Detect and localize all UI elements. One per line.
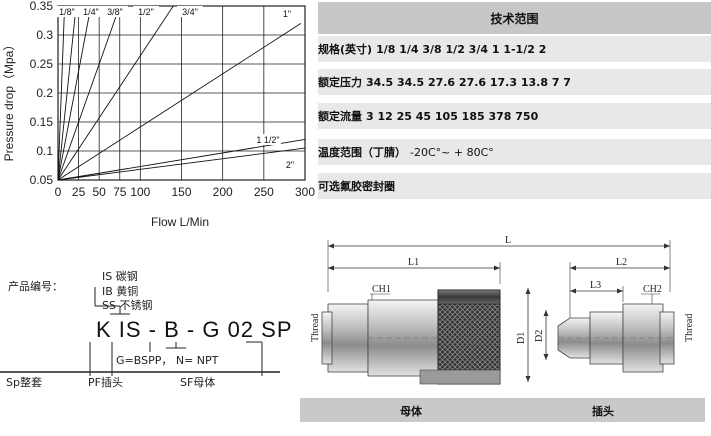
series-label-bg [133, 6, 159, 17]
label-sp: Sp整套 [6, 376, 42, 389]
spec-value: 34.5 34.5 27.6 27.6 17.3 13.8 7 7 [366, 75, 571, 89]
series-label: 1/8" [59, 7, 75, 17]
series-label: 1/2" [138, 7, 154, 17]
thread-left-label: Thread [310, 314, 321, 342]
y-tick-label: 0.1 [36, 144, 53, 158]
dim-l3: L3 [590, 280, 601, 291]
series-label: 3/4" [182, 7, 198, 17]
model-code-legend: 产品编号： IS 碳钢 IB 黄铜 SS 不锈钢 K IS - B - G 02… [0, 258, 300, 398]
female-label: 母体 [400, 405, 422, 418]
x-tick-label: 75 [113, 185, 127, 199]
thread-note: G=BSPP， N= NPT [116, 354, 219, 367]
y-tick-label: 0.05 [30, 173, 54, 187]
chart-ylabel: Pressure drop（Mpa） [2, 39, 16, 162]
series-line [57, 5, 66, 181]
spec-value: -20C°~ + 80C° [410, 145, 494, 159]
male-label: 插头 [592, 405, 614, 418]
spec-value: 3 12 25 45 105 185 378 750 [366, 109, 539, 123]
x-tick-label: 150 [171, 185, 191, 199]
spec-table-title: 技术范围 [318, 2, 711, 34]
series-label-bg [274, 8, 300, 19]
x-tick-label: 250 [254, 185, 274, 199]
spec-value: 1/8 1/4 3/8 1/2 3/4 1 1-1/2 2 [376, 42, 547, 56]
series-line [57, 147, 306, 181]
thread-right-label: Thread [684, 314, 695, 342]
series-line [57, 5, 174, 181]
y-tick-label: 0.3 [36, 28, 53, 42]
spec-label: 额定压力 [318, 76, 362, 89]
series-line [57, 5, 121, 181]
drawing-caption-bar: 母体 插头 [300, 398, 705, 422]
series-label: 2" [286, 160, 294, 170]
y-tick-label: 0.35 [30, 0, 54, 13]
dim-ch2: CH2 [643, 284, 662, 295]
x-tick-label: 25 [72, 185, 86, 199]
dim-ch1: CH1 [372, 284, 391, 295]
spec-row: 额定流量 3 12 25 45 105 185 378 750 [318, 103, 711, 129]
male-plug-body [557, 303, 675, 373]
series-label: 3/8" [107, 7, 123, 17]
dim-d1: D1 [516, 332, 527, 344]
series-line [57, 5, 77, 181]
series-label: 1 1/2" [256, 135, 279, 145]
coupling-drawing: L L1 L2 L3 CH1 CH2 Thread Thread D1 D2 [310, 235, 695, 385]
series-label-bg [177, 6, 203, 17]
material-ib: IB 黄铜 [102, 285, 139, 298]
material-is: IS 碳钢 [102, 270, 138, 283]
spec-table: 技术范围 规格(英寸) 1/8 1/4 3/8 1/2 3/4 1 1-1/2 … [318, 2, 711, 202]
x-tick-label: 100 [130, 185, 150, 199]
series-line [57, 23, 302, 181]
series-label: 1/4" [83, 7, 99, 17]
chart-xlabel: Flow L/Min [151, 215, 209, 229]
y-tick-label: 0.2 [36, 86, 53, 100]
female-coupler-body [321, 289, 501, 385]
spec-label: 规格(英寸) [318, 43, 373, 56]
x-tick-label: 0 [55, 185, 62, 199]
label-sf: SF母体 [180, 376, 216, 389]
model-code: K IS - B - G 02 SP [96, 317, 293, 342]
x-tick-label: 300 [295, 185, 315, 199]
series-label: 1" [283, 9, 291, 19]
spec-label: 可选氟胶密封圈 [318, 180, 395, 193]
label-pf: PF插头 [88, 376, 123, 389]
chart-series: 1/8" 1/4" 3/8" 1/2" 3/4" 1" 1 1/2" 2" [54, 5, 306, 181]
spec-label: 额定流量 [318, 110, 362, 123]
dim-l2: L2 [616, 257, 627, 268]
spec-row: 额定压力 34.5 34.5 27.6 27.6 17.3 13.8 7 7 [318, 69, 711, 95]
series-label-bg [78, 6, 104, 17]
series-label-bg [102, 6, 128, 17]
x-tick-label: 50 [92, 185, 106, 199]
series-label-bg [54, 6, 80, 17]
dim-l: L [505, 235, 511, 246]
series-line [57, 138, 306, 181]
material-ss: SS 不锈钢 [102, 299, 153, 312]
x-tick-label: 200 [213, 185, 233, 199]
series-label-bg [277, 159, 303, 170]
spec-row: 温度范围（丁腈） -20C°~ + 80C° [318, 139, 711, 165]
y-tick-label: 0.25 [30, 57, 54, 71]
legend-caption: 产品编号： [8, 280, 63, 293]
series-label-bg [255, 134, 281, 145]
spec-row: 可选氟胶密封圈 [318, 173, 711, 199]
spec-label: 温度范围（丁腈） [318, 146, 406, 159]
dim-l1: L1 [408, 257, 419, 268]
y-tick-label: 0.15 [30, 115, 54, 129]
series-line [57, 5, 92, 181]
legend-lines [0, 287, 280, 376]
spec-row: 规格(英寸) 1/8 1/4 3/8 1/2 3/4 1 1-1/2 2 [318, 36, 711, 62]
dim-d2: D2 [534, 330, 545, 342]
chart-grid [57, 5, 306, 181]
